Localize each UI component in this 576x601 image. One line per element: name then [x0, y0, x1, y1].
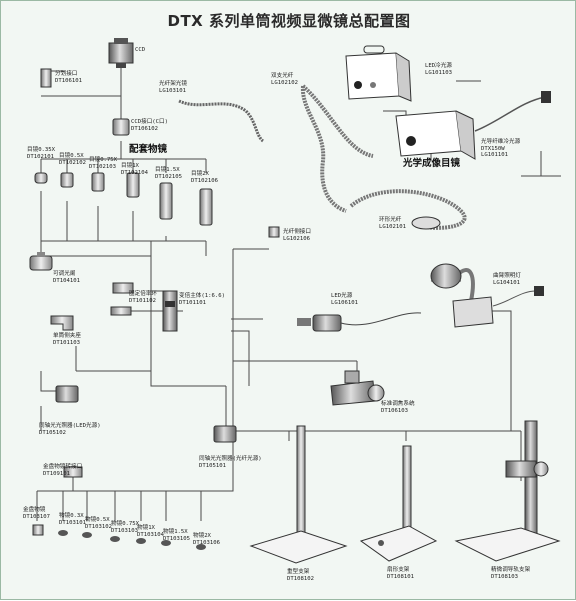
dual-fiber-icon [300, 84, 374, 213]
fiber-cold-light-icon [395, 91, 551, 160]
diagram-title: DTX 系列单筒视频显微镜总配置图 [167, 12, 411, 30]
single-bracket-icon [50, 315, 74, 331]
coaxial-fiber-icon [213, 425, 237, 443]
eyepiece-row-icons [34, 172, 213, 226]
led-cold-light-icon [345, 45, 412, 102]
optical-imaging-lens-label: 光学成像目镜 [403, 158, 461, 169]
focus-system-icon [330, 370, 385, 406]
magnification-ring-icon [110, 282, 134, 316]
split-interface-icon [40, 68, 52, 88]
ring-fiber-icon [349, 189, 467, 230]
coaxial-led-label: 同轴光光照器(LED光源)DT105102 [39, 423, 101, 436]
coaxial-led-icon [55, 385, 79, 403]
ccd-label: CCD [135, 47, 146, 53]
heavy-stand-icon [249, 425, 348, 564]
zoom-body-icon [162, 290, 178, 332]
objective-row-icons [32, 524, 206, 550]
zoom-body-label: 变倍主体(1:6.6)DT101101 [179, 293, 225, 306]
fiber-side-port-icon [268, 226, 280, 238]
gooseneck-lamp-icon [430, 263, 544, 328]
aperture-icon [29, 252, 53, 271]
coaxial-fiber-label: 同轴光光照器(光纤光源)DT105101 [199, 456, 262, 469]
gantry-stand-icon [359, 445, 438, 562]
ccd-interface-label: CCD接口(C口)DT106102 [131, 119, 168, 132]
ccd-interface-icon [112, 118, 130, 136]
fiber-gooseneck-icon [178, 99, 265, 143]
ccd-camera-icon [108, 38, 134, 68]
accessory-objectives-label: 配套物镜 [129, 144, 168, 155]
fine-rail-stand-icon [454, 420, 561, 562]
objective-adapter-icon [63, 466, 83, 478]
led-ring-icon [297, 312, 422, 332]
